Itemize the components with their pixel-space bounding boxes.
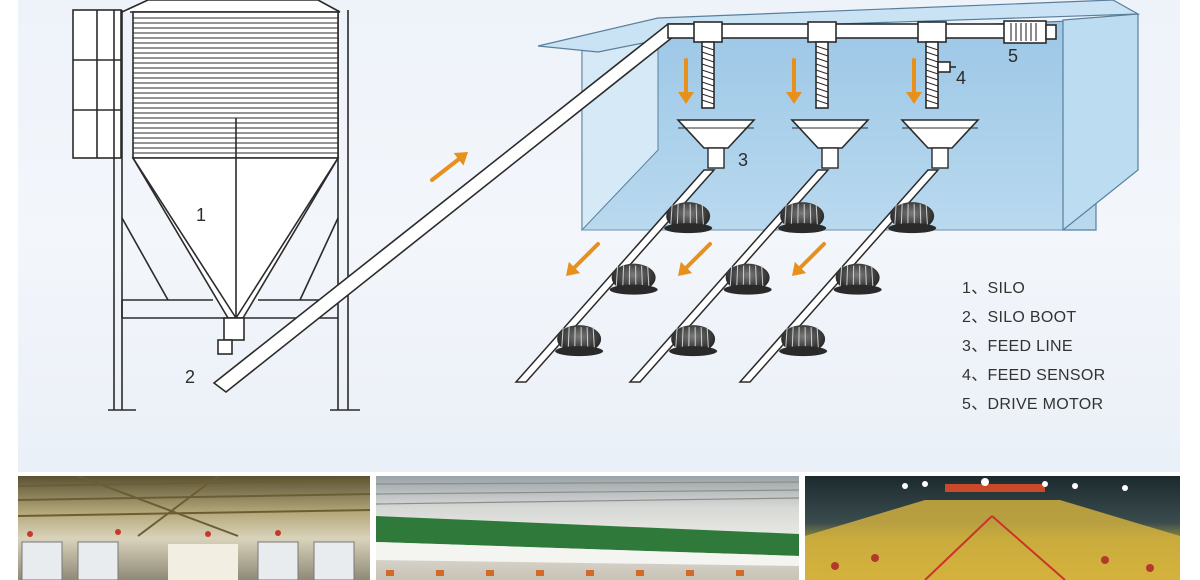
callout-silo: 1 <box>196 205 206 226</box>
legend-item-feed-line: 3、FEED LINE <box>962 332 1106 361</box>
legend-item-silo: 1、SILO <box>962 274 1106 303</box>
feeding-system-diagram: 1 2 3 4 5 1、SILO 2、SILO BOOT 3、FEED LINE… <box>18 0 1180 472</box>
photo-poultry-house-interior <box>18 476 370 580</box>
legend-item-silo-boot: 2、SILO BOOT <box>962 303 1106 332</box>
silo <box>73 0 360 410</box>
callout-drive-motor: 5 <box>1008 46 1018 67</box>
flow-arrow <box>566 244 598 276</box>
component-legend: 1、SILO 2、SILO BOOT 3、FEED LINE 4、FEED SE… <box>962 274 1106 419</box>
flow-arrow <box>792 244 824 276</box>
callout-feed-sensor: 4 <box>956 68 966 89</box>
photo-broiler-house-feeders <box>376 476 799 580</box>
legend-item-drive-motor: 5、DRIVE MOTOR <box>962 390 1106 419</box>
flow-arrow <box>432 152 468 180</box>
flow-arrow <box>678 244 710 276</box>
callout-feed-line: 3 <box>738 150 748 171</box>
legend-item-feed-sensor: 4、FEED SENSOR <box>962 361 1106 390</box>
callout-silo-boot: 2 <box>185 367 195 388</box>
photo-chicks-in-house <box>805 476 1180 580</box>
